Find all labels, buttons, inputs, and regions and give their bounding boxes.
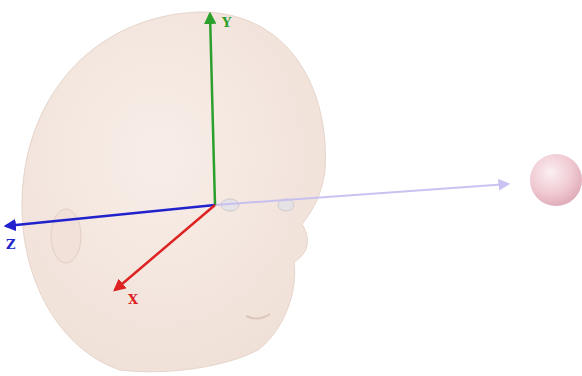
y-axis [210, 14, 215, 205]
axis-label: Y [222, 16, 231, 29]
z-axis [6, 205, 215, 226]
axis-label: Z [6, 238, 16, 251]
x-axis [115, 205, 215, 290]
head-shape [22, 12, 325, 372]
mouth [246, 314, 270, 319]
gaze-line [215, 184, 508, 205]
target-sphere [530, 154, 582, 206]
axis-label: X [128, 293, 138, 306]
ear [51, 209, 81, 263]
